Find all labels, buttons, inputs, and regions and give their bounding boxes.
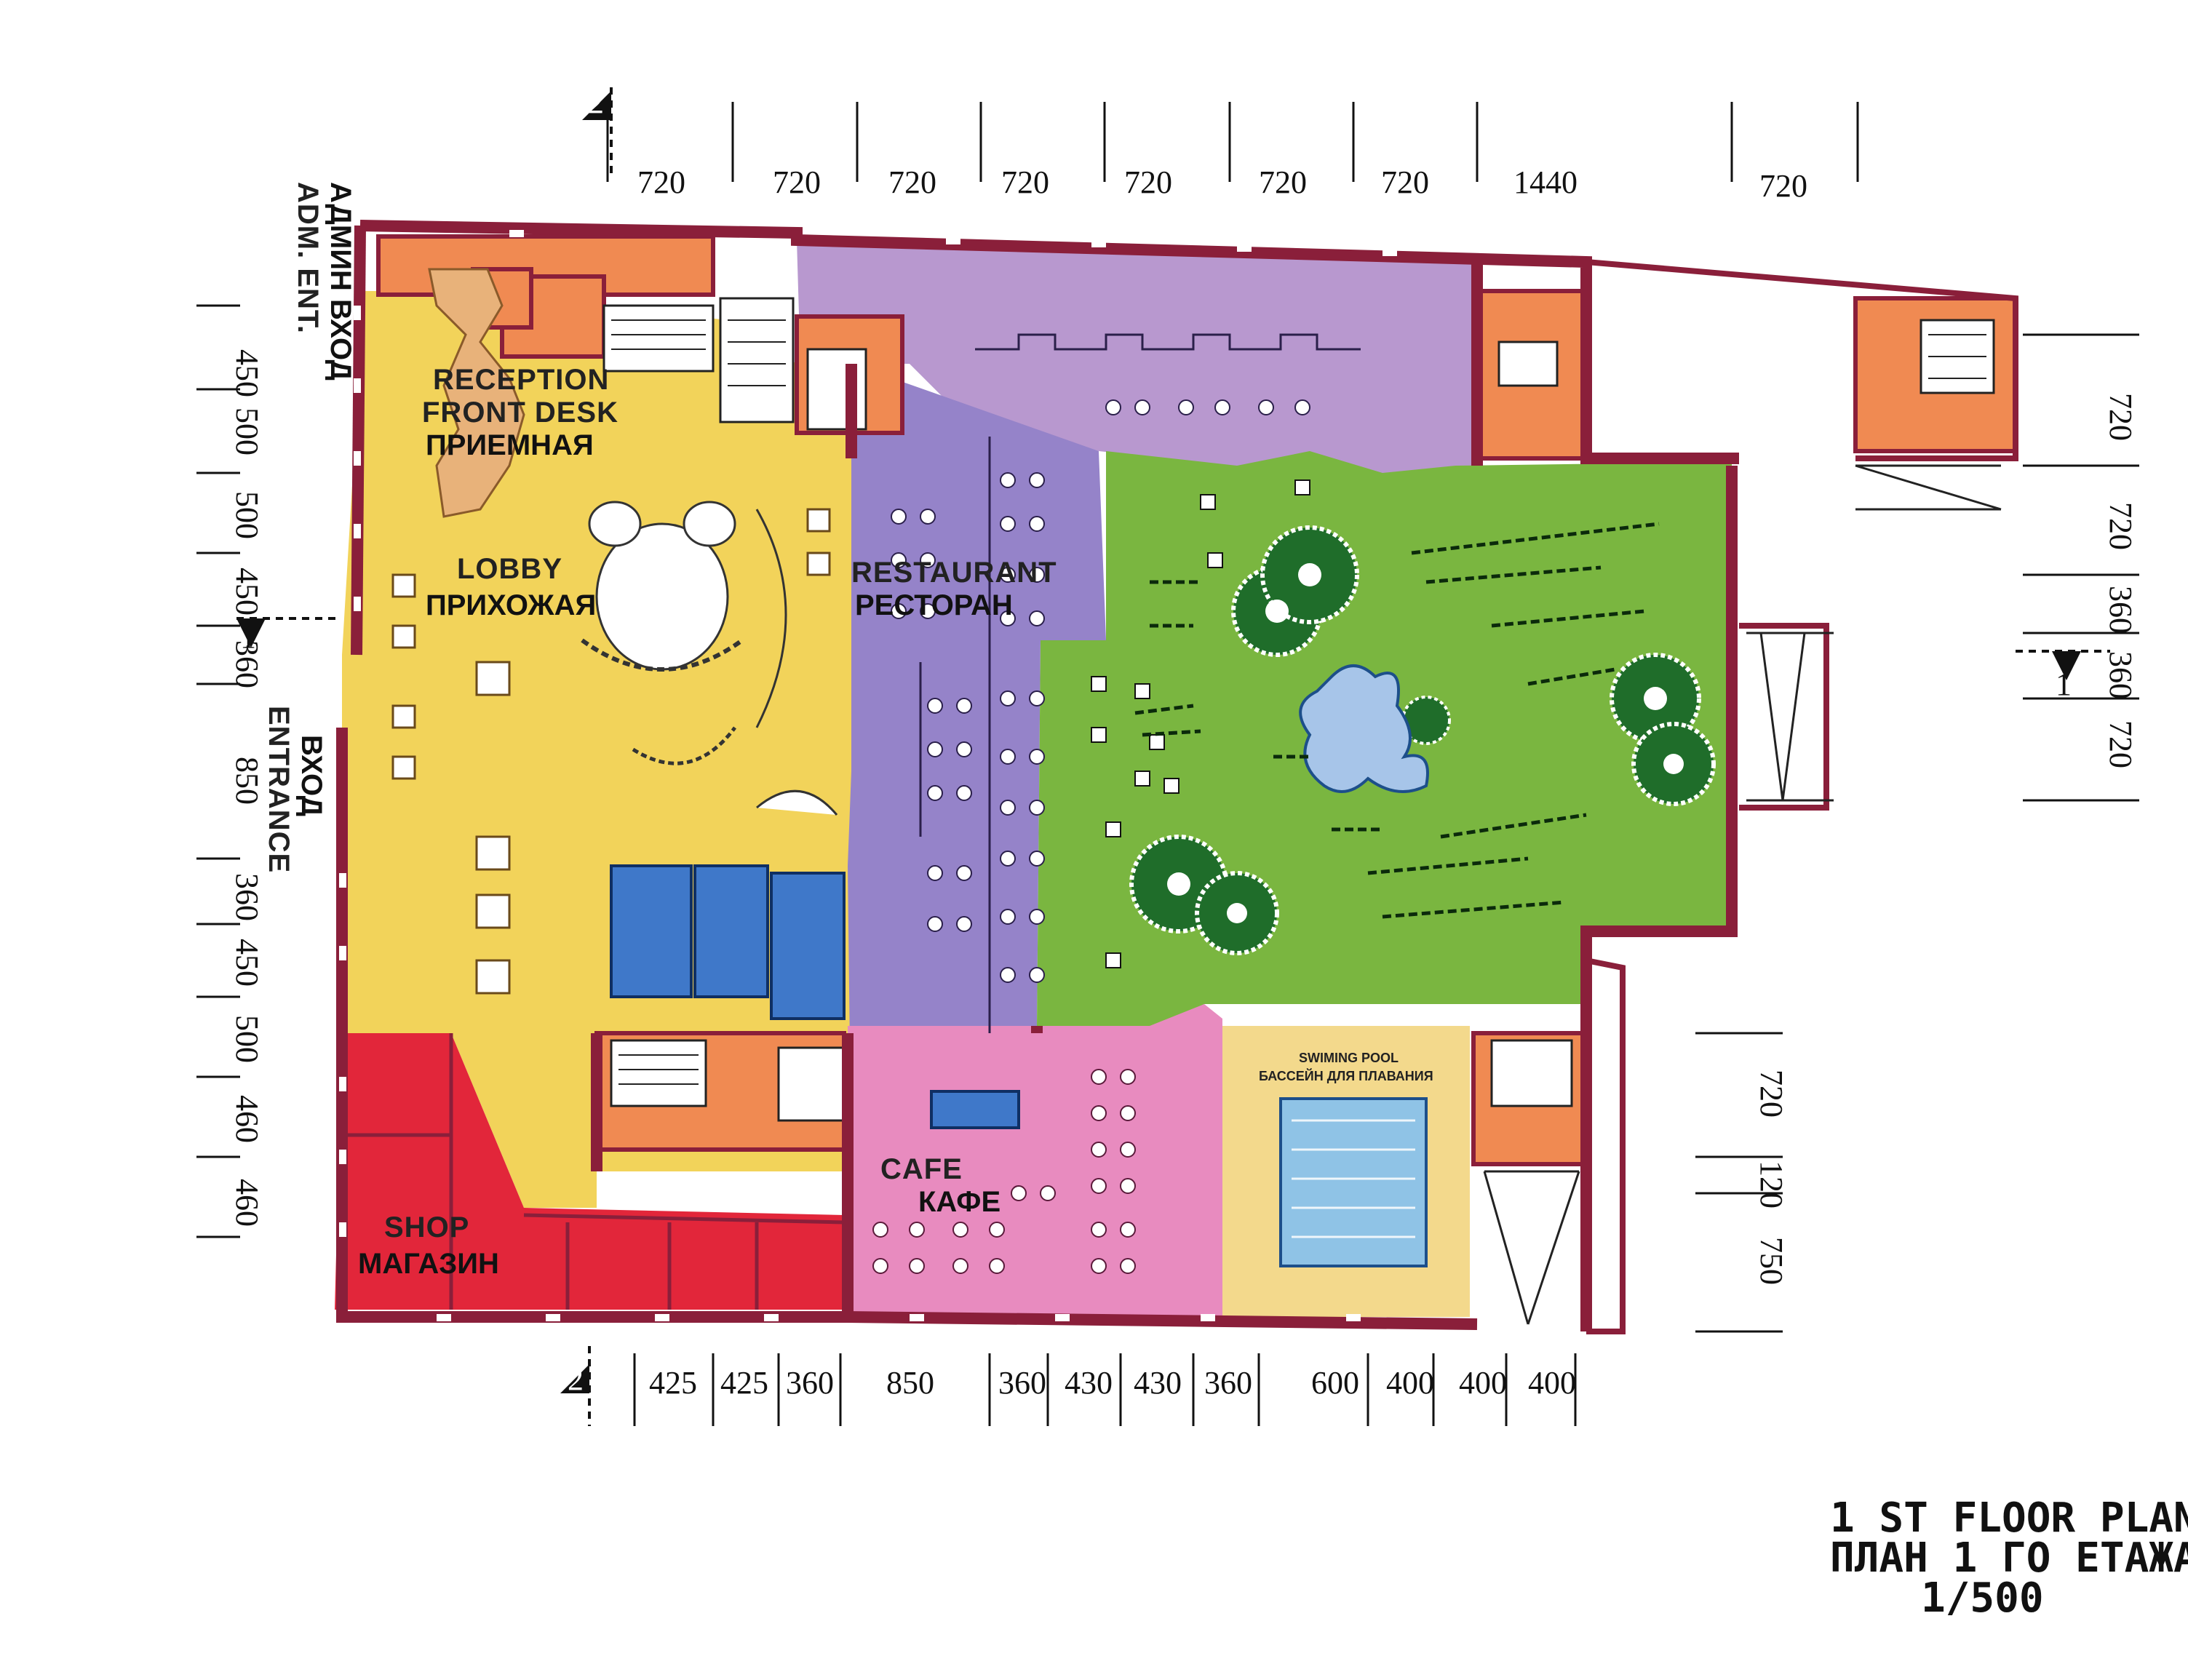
left-dimension-line: 450 500 500 450 360 850 360 450 500 460 … [196, 304, 265, 1238]
bottom-dimension-line: 425 425 360 850 360 430 430 360 600 400 … [633, 1353, 1577, 1426]
reception-ru: ПРИЕМНАЯ [426, 429, 594, 461]
right-annex [1586, 259, 2018, 1334]
reception-desk [428, 268, 525, 518]
top-dim-2: 720 [773, 164, 821, 200]
right-dim-5: 720 [2103, 720, 2139, 768]
plan-title-block: 1 ST FLOOR PLAN ПЛАН 1 ГО ЕТАЖА 1/500 [1830, 1494, 2188, 1622]
plan-title-ru: ПЛАН 1 ГО ЕТАЖА [1830, 1534, 2188, 1582]
restaurant-zone [797, 364, 1106, 1026]
bottom-dim-11: 400 [1459, 1365, 1507, 1401]
bottom-dim-4: 850 [886, 1365, 934, 1401]
right-dim-2: 720 [2103, 502, 2139, 550]
garden-trees [1129, 525, 1716, 955]
section-1-right: 1 [2056, 666, 2072, 702]
plan-title-en: 1 ST FLOOR PLAN [1830, 1494, 2188, 1542]
bottom-dim-1: 425 [649, 1365, 697, 1401]
top-dimension-line: 720 720 720 720 720 720 720 1440 720 [606, 102, 1859, 204]
left-dim-10: 460 [229, 1095, 265, 1143]
section-2-bottom: 2 [568, 1361, 584, 1397]
right-dimension-line-lower: 720 120 750 [1695, 1032, 1789, 1333]
cafe-en: CAFE [880, 1153, 963, 1185]
left-dim-4: 450 [229, 568, 265, 616]
restaurant-upper-zone [797, 240, 1481, 473]
shop-label: SHOP МАГАЗИН [358, 1211, 499, 1280]
left-dim-7: 360 [229, 873, 265, 921]
wc-blocks [610, 864, 1020, 1129]
section-marker-bottom: 2 [560, 1346, 591, 1426]
pool-ru: БАССЕЙН ДЛЯ ПЛАВАНИЯ [1259, 1068, 1433, 1083]
top-dim-9: 720 [1759, 168, 1807, 204]
cafe-tables [872, 1069, 1136, 1274]
right-dim-4: 360 [2103, 651, 2139, 699]
garden-pond [1299, 664, 1429, 793]
lobby-ru: ПРИХОЖАЯ [426, 589, 596, 621]
restaurant-tables [891, 399, 1310, 983]
section-2-top: 2 [588, 84, 604, 120]
restaurant-label: RESTAURANT РЕСТОРАН [851, 557, 1057, 621]
section-1-left: 1 [240, 619, 256, 655]
top-dim-6: 720 [1259, 164, 1307, 200]
front-desk-en: FRONT DESK [422, 397, 618, 429]
bottom-dim-5: 360 [998, 1365, 1046, 1401]
right-dim-3: 360 [2103, 586, 2139, 634]
restaurant-en: RESTAURANT [851, 557, 1057, 589]
right-dimension-line-upper: 720 720 360 360 720 [2023, 333, 2139, 802]
admin-entrance-en: ADM. ENT. [292, 182, 324, 334]
top-dim-3: 720 [888, 164, 936, 200]
right-dim-1: 720 [2103, 393, 2139, 441]
entrance-ru: ВХОД [295, 735, 327, 816]
right-lower-dim-2: 120 [1754, 1161, 1789, 1209]
bottom-dim-2: 425 [720, 1365, 768, 1401]
lobby-seating [391, 508, 831, 995]
pool-water [1279, 1097, 1428, 1267]
bottom-dim-6: 430 [1065, 1365, 1113, 1401]
outer-walls [336, 220, 1739, 1331]
reception-label: RECEPTION FRONT DESK ПРИЕМНАЯ [422, 364, 618, 461]
right-lower-dim-3: 750 [1754, 1237, 1789, 1285]
entrance-en: ENTRANCE [263, 706, 295, 873]
top-dim-5: 720 [1124, 164, 1172, 200]
left-dim-1: 450 [229, 349, 265, 397]
top-dim-8: 1440 [1513, 164, 1578, 200]
bottom-dim-7: 430 [1134, 1365, 1182, 1401]
top-dim-4: 720 [1001, 164, 1049, 200]
stair-blocks [602, 297, 1995, 1122]
bottom-dim-9: 600 [1311, 1365, 1359, 1401]
top-dim-7: 720 [1381, 164, 1429, 200]
right-lower-dim-1: 720 [1754, 1070, 1789, 1118]
section-marker-top: 2 [582, 84, 613, 178]
bottom-dim-8: 360 [1204, 1365, 1252, 1401]
admin-entrance-ru: АДМИН ВХОД [325, 182, 357, 381]
shop-en: SHOP [384, 1211, 469, 1243]
left-dim-8: 450 [229, 939, 265, 987]
lobby-en: LOBBY [457, 553, 562, 585]
entrance-label: ENTRANCE ВХОД [263, 706, 327, 873]
shop-ru: МАГАЗИН [358, 1248, 499, 1280]
shop-zone [335, 1033, 848, 1310]
plan-scale: 1/500 [1921, 1574, 2044, 1622]
admin-entrance-label: ADM. ENT. АДМИН ВХОД [292, 182, 357, 381]
left-dim-9: 500 [229, 1015, 265, 1063]
bottom-dim-12: 400 [1528, 1365, 1576, 1401]
left-dim-3: 500 [229, 491, 265, 539]
left-dim-11: 460 [229, 1179, 265, 1227]
reception-en: RECEPTION [433, 364, 609, 396]
cafe-ru: КАФЕ [918, 1186, 1000, 1218]
pool-en: SWIMING POOL [1299, 1051, 1399, 1065]
left-dim-6: 850 [229, 757, 265, 805]
top-dim-1: 720 [637, 164, 685, 200]
bottom-dim-3: 360 [786, 1365, 834, 1401]
section-marker-left: 1 [236, 617, 338, 655]
lobby-label: LOBBY ПРИХОЖАЯ [426, 553, 596, 621]
restaurant-ru: РЕСТОРАН [855, 589, 1013, 621]
pool-label: SWIMING POOL БАССЕЙН ДЛЯ ПЛАВАНИЯ [1259, 1051, 1433, 1083]
left-dim-2: 500 [229, 407, 265, 455]
cafe-label: CAFE КАФЕ [880, 1153, 1000, 1218]
left-dim-5: 360 [229, 640, 265, 688]
bottom-dim-10: 400 [1386, 1365, 1434, 1401]
section-marker-right: 1 [2016, 650, 2110, 702]
lobby-sculpture [581, 501, 838, 816]
